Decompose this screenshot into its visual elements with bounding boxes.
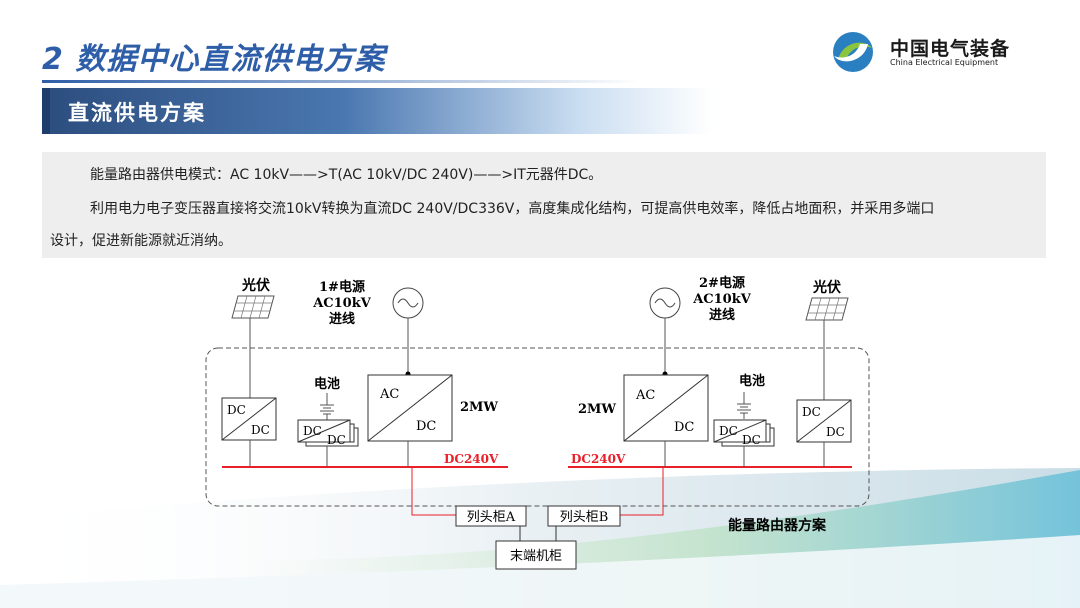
battery-right-label: 电池 <box>739 373 765 389</box>
power-right-label: 2MW <box>578 402 616 417</box>
source-2-label-line3: 进线 <box>709 307 735 323</box>
dcdc-battery-left: DC DC <box>297 419 359 447</box>
section-header: 直流供电方案 <box>42 88 712 134</box>
svg-text:AC: AC <box>635 388 655 403</box>
battery-right-icon <box>737 392 751 419</box>
source-2-label-line2: AC10kV <box>692 292 752 307</box>
description-line-1: 能量路由器供电模式：AC 10kV——>T(AC 10kV/DC 240V)——… <box>90 167 603 183</box>
description-box: 能量路由器供电模式：AC 10kV——>T(AC 10kV/DC 240V)——… <box>42 152 1046 258</box>
ac-source-1-icon <box>392 287 424 319</box>
feeder-right <box>620 467 664 516</box>
svg-text:DC: DC <box>303 424 322 438</box>
description-line-2: 利用电力电子变压器直接将交流10kV转换为直流DC 240V/DC336V，高度… <box>90 201 935 217</box>
section-title: 直流供电方案 <box>68 101 206 125</box>
battery-left-icon <box>320 393 334 420</box>
logo-mark-icon <box>833 32 873 72</box>
source-1-label-line2: AC10kV <box>312 296 372 311</box>
page-header: 2 数据中心直流供电方案 <box>42 34 642 83</box>
solar-panel-right-icon <box>805 297 849 321</box>
pv-left-label: 光伏 <box>241 277 270 294</box>
svg-text:DC: DC <box>416 419 436 434</box>
acdc-converter-left: AC DC <box>367 374 453 442</box>
svg-text:AC: AC <box>379 387 399 402</box>
cabinet-b: 列头柜B <box>547 505 621 527</box>
router-enclosure <box>205 347 870 507</box>
bus-left-label: DC240V <box>444 452 499 466</box>
dcdc-converter-left: DC DC <box>221 397 277 441</box>
svg-text:DC: DC <box>826 425 845 439</box>
title-underline <box>42 80 642 83</box>
svg-text:DC: DC <box>251 423 270 437</box>
solar-panel-left-icon <box>231 295 275 319</box>
logo-text-en: China Electrical Equipment <box>890 58 999 67</box>
acdc-converter-right: AC DC <box>623 374 709 442</box>
page-title: 2 数据中心直流供电方案 <box>42 42 386 77</box>
feeder-left <box>411 467 456 516</box>
scheme-label: 能量路由器方案 <box>728 517 827 534</box>
logo-text-cn: 中国电气装备 <box>890 38 1011 60</box>
end-cabinet: 末端机柜 <box>495 540 577 570</box>
svg-text:DC: DC <box>719 424 738 438</box>
section-accent <box>42 88 50 134</box>
power-left-label: 2MW <box>460 400 498 415</box>
source-1-label-line3: 进线 <box>329 311 355 327</box>
svg-text:DC: DC <box>742 433 761 447</box>
dcdc-converter-right: DC DC <box>796 399 852 443</box>
battery-left-label: 电池 <box>314 376 340 392</box>
dcdc-battery-right: DC DC <box>713 419 775 447</box>
svg-text:DC: DC <box>227 403 246 417</box>
source-2-label-line1: 2#电源 <box>699 275 745 291</box>
svg-text:DC: DC <box>327 433 346 447</box>
svg-text:列头柜B: 列头柜B <box>560 510 609 525</box>
ac-source-2-icon <box>649 287 681 319</box>
svg-text:末端机柜: 末端机柜 <box>510 549 562 564</box>
cabinet-a: 列头柜A <box>455 505 527 527</box>
svg-text:DC: DC <box>674 420 694 435</box>
company-logo: 中国电气装备 China Electrical Equipment <box>828 30 1028 74</box>
svg-text:DC: DC <box>802 405 821 419</box>
bus-right-label: DC240V <box>571 452 626 466</box>
pv-right-label: 光伏 <box>812 279 841 296</box>
svg-text:列头柜A: 列头柜A <box>467 510 516 525</box>
source-1-label-line1: 1#电源 <box>319 279 365 295</box>
description-line-3: 设计，促进新能源就近消纳。 <box>50 233 232 249</box>
